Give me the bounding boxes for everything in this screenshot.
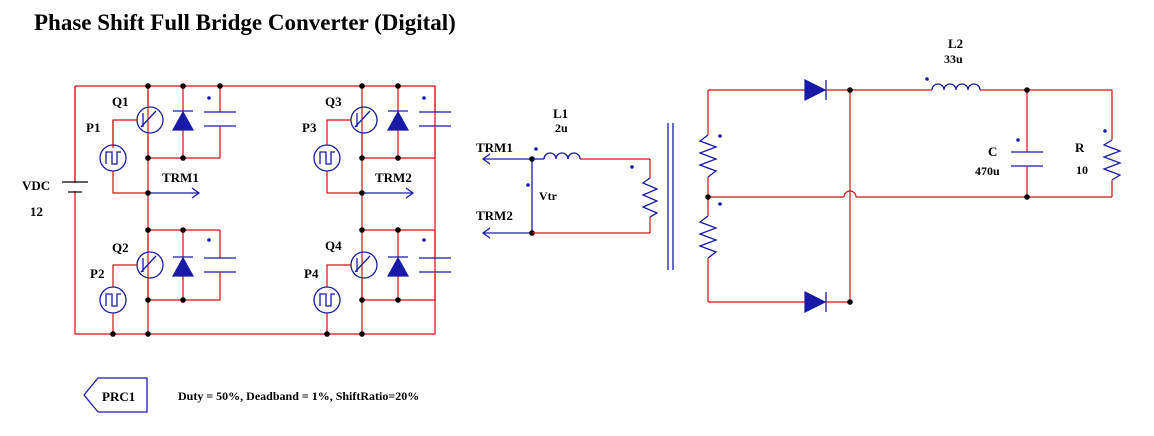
vdc-value: 12 [30, 204, 43, 219]
q3-label: Q3 [325, 94, 342, 109]
l2-inductor [931, 83, 981, 91]
r-name: R [1075, 140, 1085, 155]
l1-value: 2u [555, 121, 568, 135]
prc1-label: PRC1 [102, 389, 135, 404]
p4-pulse [313, 264, 351, 334]
r-value: 10 [1076, 163, 1088, 177]
trm1-input-label: TRM1 [476, 140, 513, 155]
c-value: 470u [975, 164, 1000, 178]
l1-inductor [543, 152, 581, 160]
page-title: Phase Shift Full Bridge Converter (Digit… [34, 10, 456, 35]
trm1-net-label: TRM1 [162, 170, 199, 185]
p4-label: P4 [304, 266, 319, 281]
trm2-input-label: TRM2 [476, 208, 513, 223]
q4-switch [350, 229, 451, 301]
trm2-net-label: TRM2 [375, 170, 412, 185]
p1-label: P1 [86, 120, 100, 135]
q1-label: Q1 [112, 94, 129, 109]
q2-switch [136, 229, 236, 301]
q2-label: Q2 [112, 240, 129, 255]
secondary-section: L2 33u C 470u R 10 [698, 36, 1122, 313]
secondary-winding-top [698, 134, 718, 178]
q4-label: Q4 [325, 238, 342, 253]
diode-bottom [804, 291, 827, 313]
p3-pulse [313, 119, 362, 194]
vdc-name: VDC [22, 178, 50, 193]
prc1-block[interactable]: PRC1 [83, 377, 148, 413]
primary-winding [641, 177, 659, 218]
bridge-junctions [110, 83, 401, 337]
c-name: C [988, 144, 997, 159]
p1-pulse [99, 119, 148, 194]
secondary-winding-bottom [698, 215, 718, 259]
diode-top [804, 79, 827, 101]
p2-pulse [99, 264, 137, 334]
l1-name: L1 [553, 106, 568, 121]
full-bridge: VDC 12 Q1 P1 Q2 P2 Q3 P3 Q4 P4 TRM1 TRM2 [22, 83, 451, 337]
q3-switch [350, 86, 451, 159]
l2-name: L2 [948, 36, 963, 51]
primary-section: L1 2u TRM1 TRM2 Vtr [476, 106, 674, 270]
vtr-label: Vtr [539, 189, 558, 203]
p3-label: P3 [302, 120, 317, 135]
control-params: Duty = 50%, Deadband = 1%, ShiftRatio=20… [178, 389, 419, 403]
resistor-r [1102, 139, 1122, 181]
q1-switch [112, 86, 236, 159]
p2-label: P2 [90, 266, 104, 281]
l2-value: 33u [944, 52, 963, 66]
